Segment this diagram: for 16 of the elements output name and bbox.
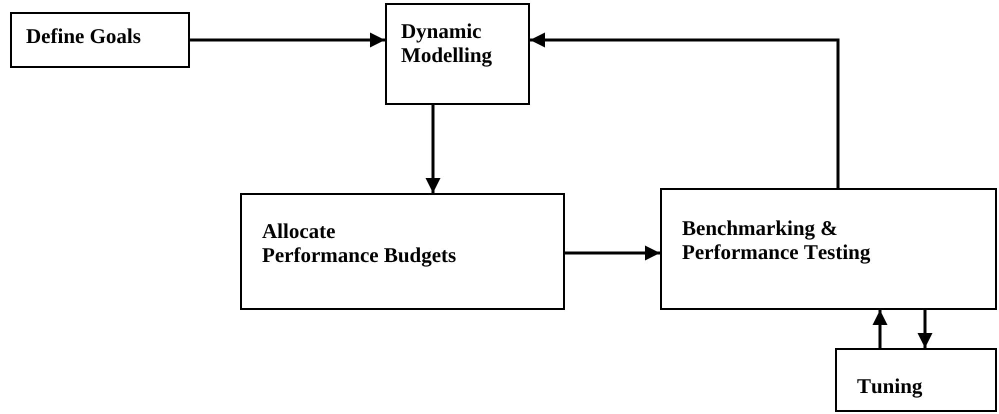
box-label: Dynamic Modelling [401, 19, 494, 67]
arrow [565, 246, 660, 260]
box-label: Define Goals [26, 24, 142, 48]
box-label: Benchmarking & Performance Testing [682, 216, 872, 264]
process-box [385, 3, 530, 105]
process-box [240, 193, 565, 310]
box-label: Allocate Performance Budgets [262, 219, 457, 267]
arrow [530, 32, 840, 188]
process-box [660, 188, 997, 310]
process-box [835, 348, 997, 412]
process-box [10, 12, 190, 68]
arrow [426, 105, 440, 193]
arrow [190, 32, 385, 48]
arrow [918, 310, 932, 348]
arrow [872, 310, 888, 348]
box-label: Tuning [857, 374, 924, 398]
